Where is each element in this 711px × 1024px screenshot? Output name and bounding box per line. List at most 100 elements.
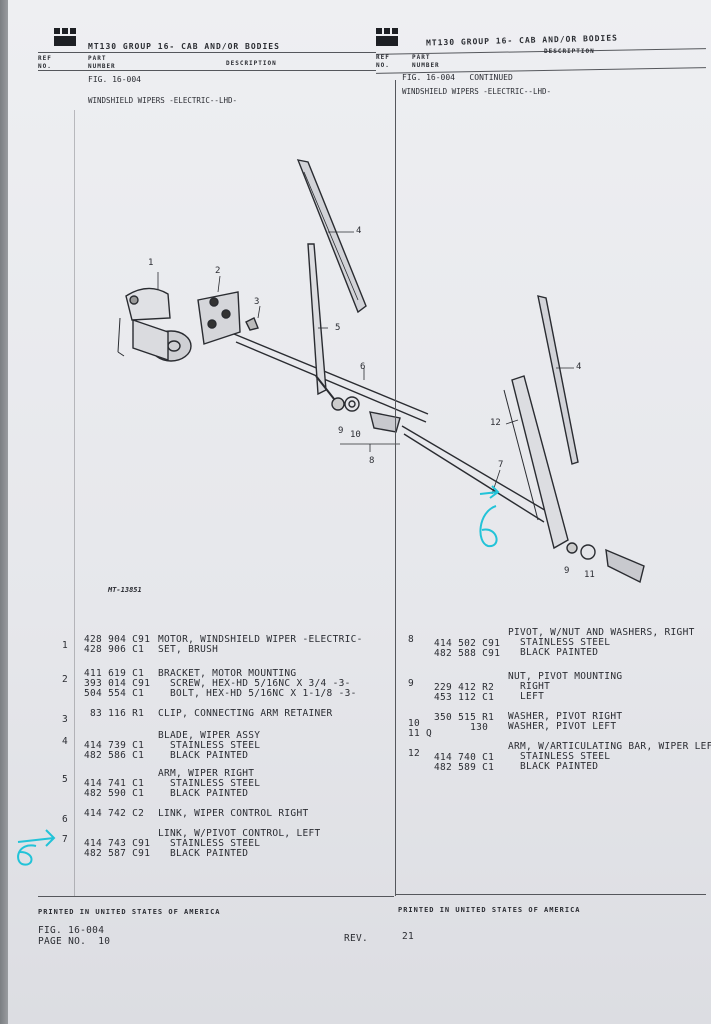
ref-number: 6 [62, 814, 69, 825]
part-number: 393 014 C91 [84, 678, 151, 689]
callout-5: 5 [335, 323, 341, 333]
wiper-diagram [17, 159, 645, 866]
part-description: BOLT, HEX-HD 5/16NC X 1-1/8 -3- [158, 688, 357, 699]
part-description: BLADE, WIPER ASSY [158, 730, 261, 741]
callout-12: 12 [490, 418, 501, 428]
right-fig: FIG. 16-004 CONTINUED [402, 73, 513, 82]
part-description: BRACKET, MOTOR MOUNTING [158, 668, 297, 679]
ref-number: 10 [408, 718, 421, 729]
ref-number: 9 [408, 678, 415, 689]
part-number: 414 743 C91 [84, 838, 151, 849]
part-description: STAINLESS STEEL [158, 838, 261, 849]
part-description: BLACK PAINTED [508, 647, 599, 658]
part-description: BLACK PAINTED [158, 848, 249, 859]
part-description: STAINLESS STEEL [508, 751, 611, 762]
printed-right: PRINTED IN UNITED STATES OF AMERICA [398, 906, 581, 914]
footer-page: PAGE NO. 10 [38, 936, 111, 947]
part-description: SCREW, HEX-HD 5/16NC X 3/4 -3- [158, 678, 351, 689]
clip-drawing [245, 317, 259, 331]
ih-logo-icon [54, 28, 76, 46]
ref-number: 1 [62, 640, 69, 651]
callout-9-right: 9 [564, 566, 570, 576]
part-description: MOTOR, WINDSHIELD WIPER -ELECTRIC- [158, 634, 363, 645]
printed-left: PRINTED IN UNITED STATES OF AMERICA [38, 908, 221, 916]
part-description: BLACK PAINTED [158, 750, 249, 761]
part-description: STAINLESS STEEL [508, 637, 611, 648]
part-description: ARM, W/ARTICULATING BAR, WIPER LEFT [508, 741, 711, 752]
part-description: ARM, WIPER RIGHT [158, 768, 255, 779]
part-number: 130 [434, 722, 489, 733]
footer-fig: FIG. 16-004 [38, 925, 105, 936]
part-number: 428 906 C1 [84, 644, 145, 655]
ref-number: 3 [62, 714, 69, 725]
callout-6: 6 [360, 362, 366, 372]
part-description: STAINLESS STEEL [158, 778, 261, 789]
part-description: PIVOT, W/NUT AND WASHERS, RIGHT [508, 627, 695, 638]
number-col-label: NUMBER [88, 63, 116, 70]
ref-number: 5 [62, 774, 69, 785]
part-description: BLACK PAINTED [158, 788, 249, 799]
link-left-drawing [401, 425, 549, 523]
motor-bracket-drawing [197, 291, 241, 345]
description-col-label: DESCRIPTION [226, 60, 277, 67]
part-number: 482 587 C91 [84, 848, 151, 859]
part-col-label-right: PART [412, 54, 431, 61]
ref-number: 8 [408, 634, 415, 645]
callout-3: 3 [254, 297, 260, 307]
callout-2: 2 [215, 266, 221, 276]
right-subtitle: WINDSHIELD WIPERS -ELECTRIC--LHD- [402, 87, 552, 96]
ref-col-label-right: REF [376, 54, 390, 61]
wiper-motor-drawing [117, 287, 192, 362]
part-description: STAINLESS STEEL [158, 740, 261, 751]
part-number: 414 742 C2 [84, 808, 145, 819]
no-col-label: NO. [38, 63, 52, 70]
part-number: 482 588 C91 [434, 648, 501, 659]
part-description: SET, BRUSH [158, 644, 219, 655]
part-description: NUT, PIVOT MOUNTING [508, 671, 623, 682]
callout-8: 8 [369, 456, 375, 466]
blade-lower-drawing [537, 295, 579, 465]
left-header-title: MT130 GROUP 16- CAB AND/OR BODIES [88, 42, 280, 51]
ref-col-label: REF [38, 55, 52, 62]
callout-11: 11 [584, 570, 595, 580]
part-number: 414 741 C1 [84, 778, 145, 789]
part-number: 482 586 C1 [84, 750, 145, 761]
part-description: BLACK PAINTED [508, 761, 599, 772]
part-number: 453 112 C1 [434, 692, 495, 703]
part-number: 411 619 C1 [84, 668, 145, 679]
part-number: 414 739 C1 [84, 740, 145, 751]
ref-number: 11 Q [408, 728, 433, 739]
number-col-label-right: NUMBER [412, 62, 440, 69]
callout-10: 10 [350, 430, 361, 440]
part-description: LINK, W/PIVOT CONTROL, LEFT [158, 828, 321, 839]
part-description: WASHER, PIVOT RIGHT [508, 711, 623, 722]
part-number: 482 589 C1 [434, 762, 495, 773]
handwritten-annotation [17, 485, 500, 866]
part-number: 350 515 R1 [434, 712, 495, 723]
callout-4-upper: 4 [356, 226, 362, 236]
part-number: 414 502 C91 [434, 638, 501, 649]
no-col-label-right: NO. [376, 62, 390, 69]
ref-number: 12 [408, 748, 421, 759]
part-description: LINK, WIPER CONTROL RIGHT [158, 808, 309, 819]
part-description: CLIP, CONNECTING ARM RETAINER [158, 708, 333, 719]
callout-7: 7 [498, 460, 504, 470]
ref-number: 7 [62, 834, 69, 845]
description-col-label-right: DESCRIPTION [544, 48, 595, 55]
part-number: 428 904 C91 [84, 634, 151, 645]
arm-right-drawing [307, 243, 327, 396]
part-col-label: PART [88, 55, 107, 62]
ref-number: 4 [62, 736, 69, 747]
ref-number: 2 [62, 674, 69, 685]
footer-rev: REV. [344, 933, 369, 944]
left-subtitle: WINDSHIELD WIPERS -ELECTRIC--LHD- [88, 96, 238, 105]
part-number: 482 590 C1 [84, 788, 145, 799]
callout-9-left: 9 [338, 426, 344, 436]
part-description: LEFT [508, 691, 545, 702]
arm-articulating-drawing [511, 375, 569, 550]
callout-1: 1 [148, 258, 154, 268]
footer-page-number: 21 [402, 931, 415, 942]
part-number: 83 116 R1 [84, 708, 145, 719]
left-fig: FIG. 16-004 [88, 75, 141, 84]
ih-logo-icon-right [376, 28, 398, 46]
